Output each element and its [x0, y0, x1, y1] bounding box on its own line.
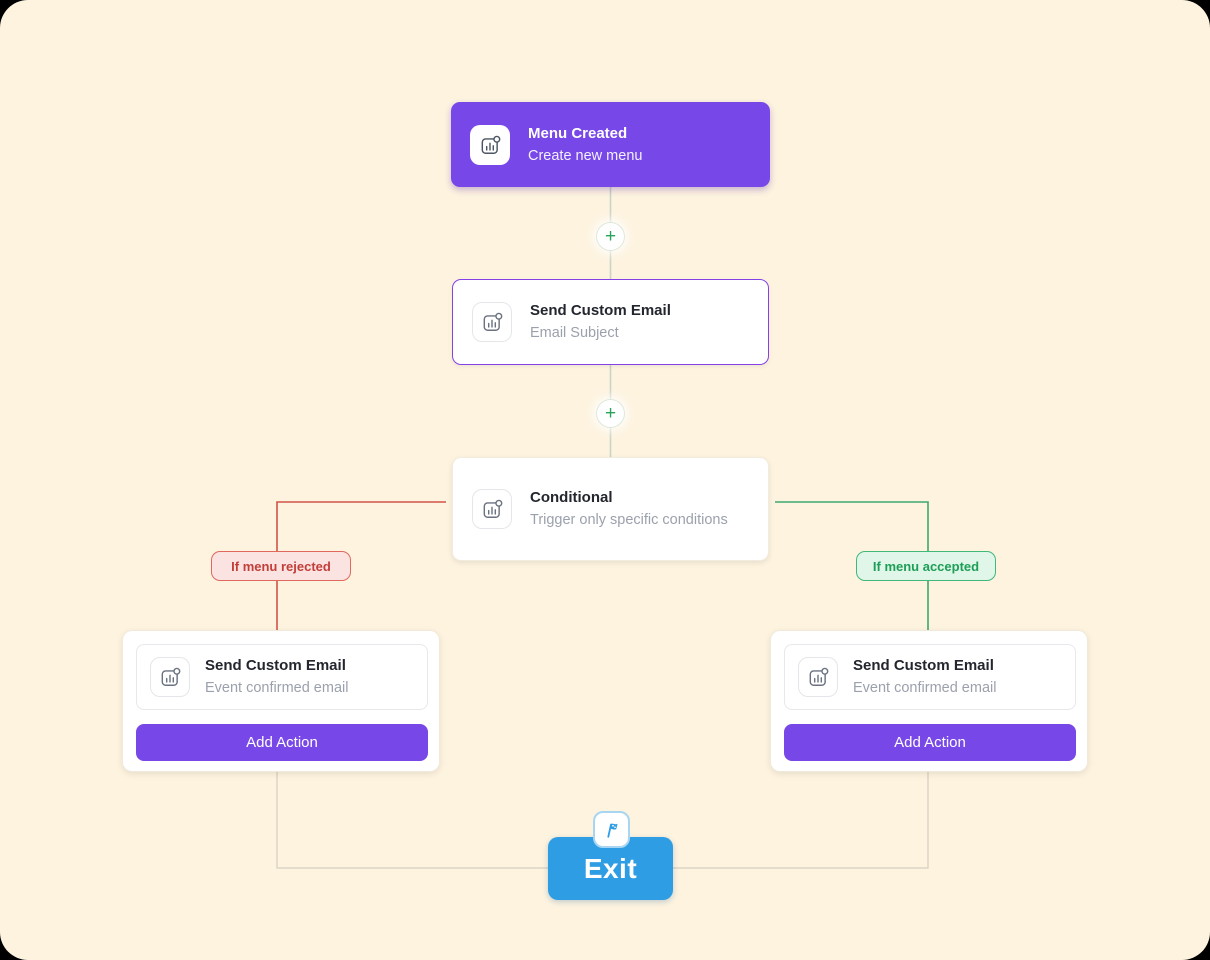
action-accepted-text: Send Custom Email Event confirmed email — [853, 658, 996, 696]
action-group-rejected: Send Custom Email Event confirmed email … — [122, 630, 440, 772]
add-step-button-1[interactable]: + — [597, 223, 624, 250]
step-icon-box — [470, 124, 510, 165]
plus-icon: + — [604, 226, 617, 247]
step-icon-box — [472, 302, 512, 342]
email-step-text: Send Custom Email Email Subject — [530, 303, 671, 341]
condition-accepted-label: If menu accepted — [872, 558, 980, 574]
action-accepted-title: Send Custom Email — [853, 657, 994, 675]
conditional-title: Conditional — [530, 489, 613, 507]
email-step-subtitle: Email Subject — [530, 325, 619, 342]
trigger-node[interactable]: Menu Created Create new menu — [451, 102, 770, 187]
add-action-button-accepted[interactable]: Add Action — [784, 724, 1076, 761]
action-group-accepted: Send Custom Email Event confirmed email … — [770, 630, 1088, 772]
trigger-text: Menu Created Create new menu — [528, 126, 642, 164]
email-step-node[interactable]: Send Custom Email Email Subject — [452, 279, 769, 365]
bar-chart-icon — [809, 667, 829, 686]
exit-flag-chip — [593, 811, 630, 848]
action-card-accepted[interactable]: Send Custom Email Event confirmed email — [784, 644, 1076, 710]
trigger-title: Menu Created — [528, 124, 628, 142]
step-icon-box — [150, 657, 190, 697]
step-icon-box — [798, 657, 838, 697]
action-accepted-subtitle: Event confirmed email — [853, 680, 997, 697]
action-rejected-text: Send Custom Email Event confirmed email — [205, 658, 348, 696]
bar-chart-icon — [481, 135, 501, 154]
email-step-title: Send Custom Email — [530, 302, 671, 320]
add-action-button-rejected[interactable]: Add Action — [136, 724, 428, 761]
trigger-subtitle: Create new menu — [528, 147, 643, 164]
plus-icon: + — [604, 403, 617, 424]
add-step-button-2[interactable]: + — [597, 400, 624, 427]
condition-chip-accepted[interactable]: If menu accepted — [856, 551, 996, 581]
action-rejected-title: Send Custom Email — [205, 657, 346, 675]
condition-chip-rejected[interactable]: If menu rejected — [211, 551, 351, 581]
bar-chart-icon — [483, 312, 503, 331]
conditional-subtitle: Trigger only specific conditions — [530, 512, 728, 529]
exit-label: Exit — [583, 852, 638, 884]
conditional-node[interactable]: Conditional Trigger only specific condit… — [452, 457, 769, 561]
conditional-text: Conditional Trigger only specific condit… — [530, 490, 728, 528]
bar-chart-icon — [161, 667, 181, 686]
bar-chart-icon — [483, 499, 503, 518]
step-icon-box — [472, 489, 512, 529]
action-rejected-subtitle: Event confirmed email — [205, 680, 349, 697]
condition-rejected-label: If menu rejected — [231, 558, 331, 574]
action-card-rejected[interactable]: Send Custom Email Event confirmed email — [136, 644, 428, 710]
flag-icon — [606, 823, 618, 838]
